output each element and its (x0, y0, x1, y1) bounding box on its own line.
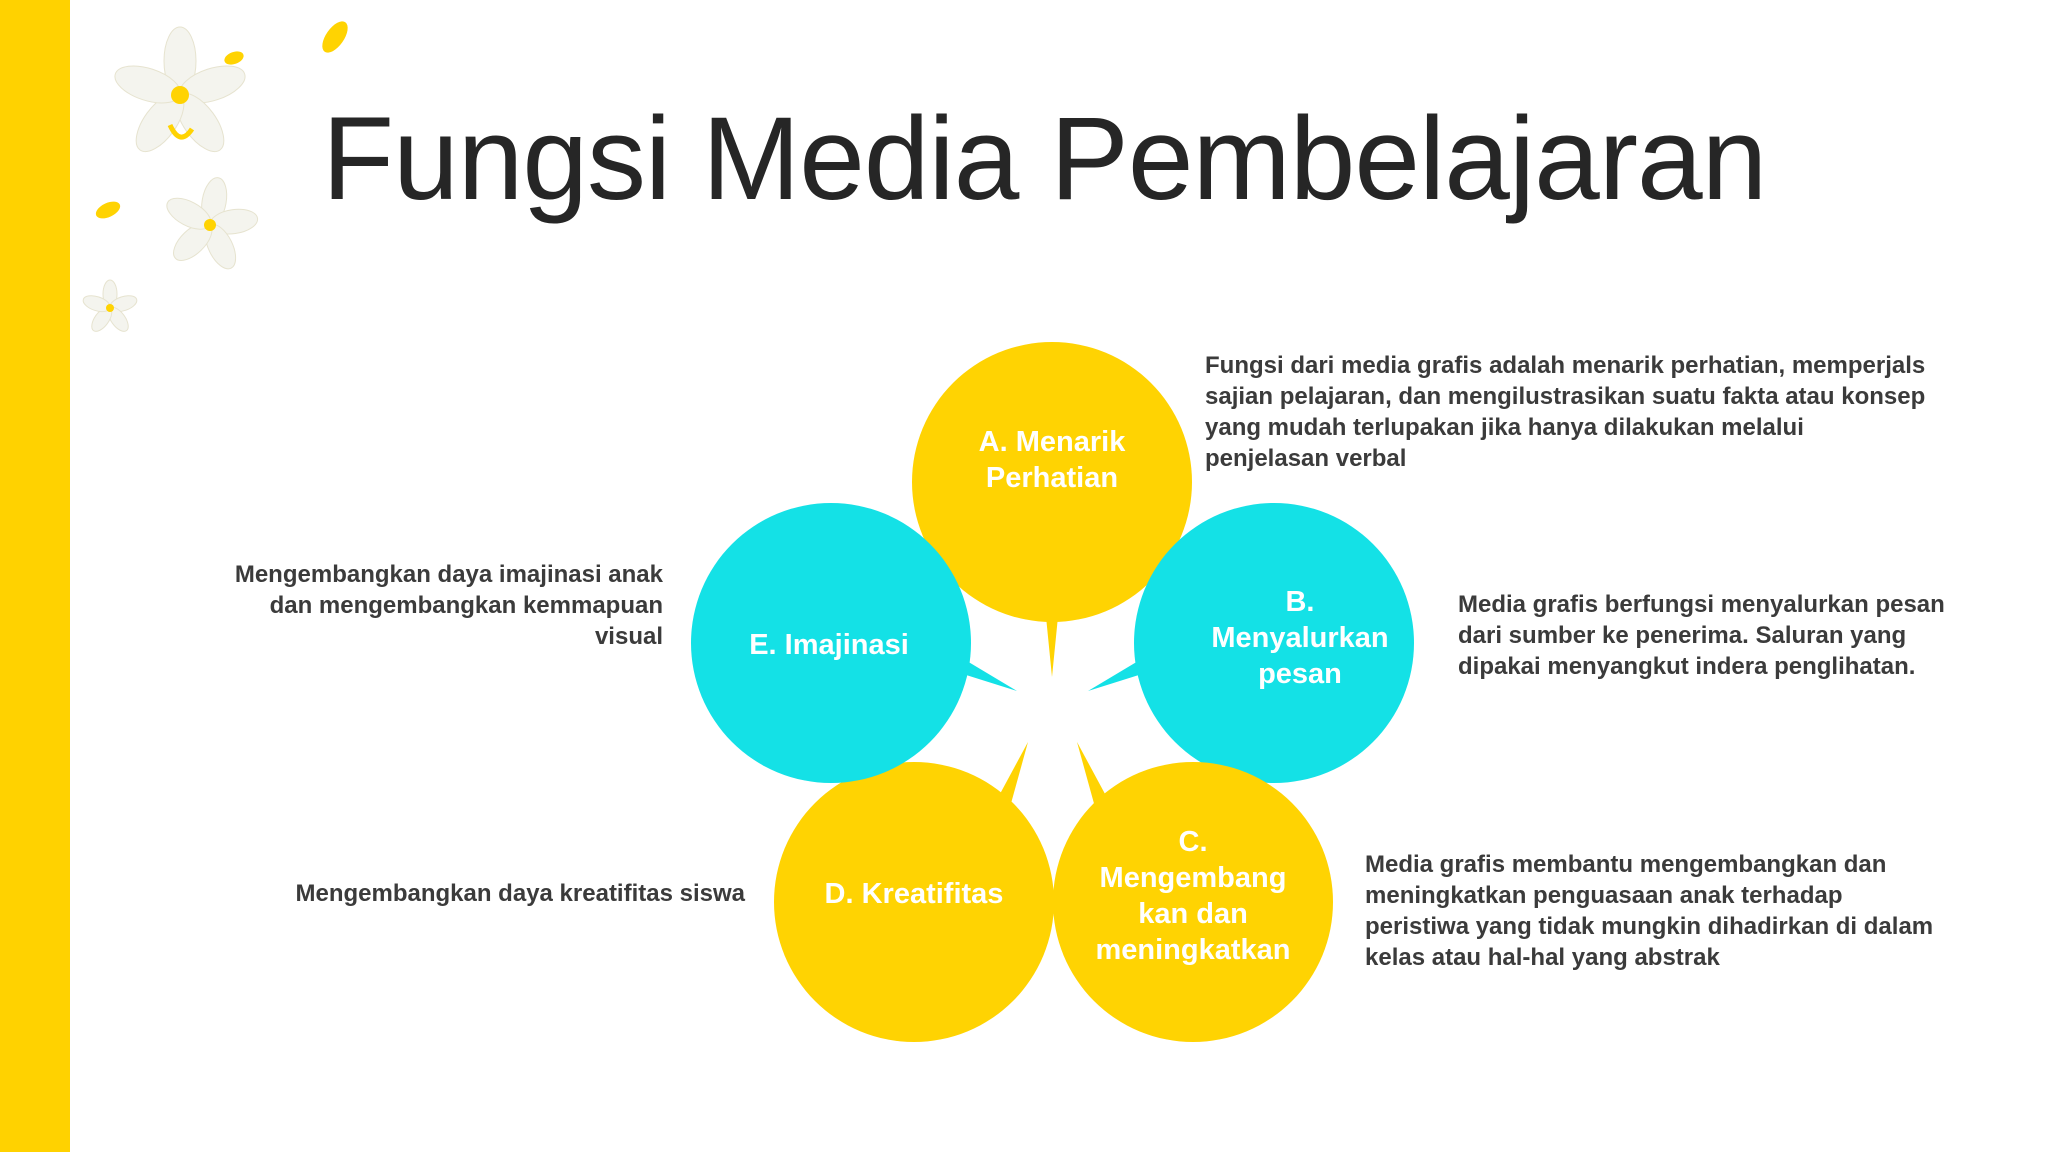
slide-title: Fungsi Media Pembelajaran (322, 93, 1767, 225)
description-d: Mengembangkan daya kreatifitas siswa (295, 880, 745, 907)
left-accent-bar (0, 0, 70, 1152)
petal-c-shape-round (1053, 762, 1333, 1042)
falling-petal-icon (322, 21, 348, 53)
description-a: Fungsi dari media grafis adalah menarik … (1205, 352, 1926, 472)
petal-a-shape-round (912, 342, 1192, 622)
petal-d-shape-round (774, 762, 1054, 1042)
petal-e-shape-round (691, 503, 971, 783)
description-b: Media grafis berfungsi menyalurkan pesan… (1458, 591, 1945, 680)
petal-e-label: E. Imajinasi (749, 629, 909, 661)
petal-d-label: D. Kreatifitas (824, 878, 1004, 910)
petal-b-shape-round (1134, 503, 1414, 783)
flower-decoration-icon (82, 26, 259, 332)
